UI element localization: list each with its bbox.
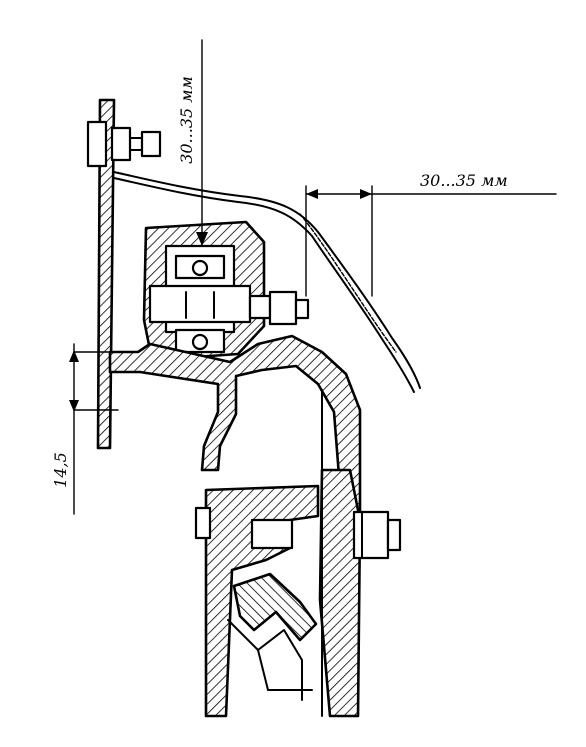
frame-nut (352, 510, 402, 560)
bearing-housing (142, 220, 266, 360)
dimension-horizontal-right: 30...35 мм (305, 171, 557, 297)
dimension-step-left: 14,5 (51, 343, 119, 515)
top-bolt (86, 120, 162, 168)
dimension-label-vertical: 30...35 мм (177, 76, 196, 164)
dimension-label-step: 14,5 (51, 452, 70, 488)
dimension-vertical-top: 30...35 мм (177, 39, 208, 246)
dimension-label-horizontal: 30...35 мм (420, 171, 508, 190)
seal-strip (113, 171, 421, 393)
rail-profile (194, 484, 320, 718)
axle-nut (248, 290, 310, 326)
main-frame (318, 389, 362, 718)
bracket (108, 334, 362, 542)
